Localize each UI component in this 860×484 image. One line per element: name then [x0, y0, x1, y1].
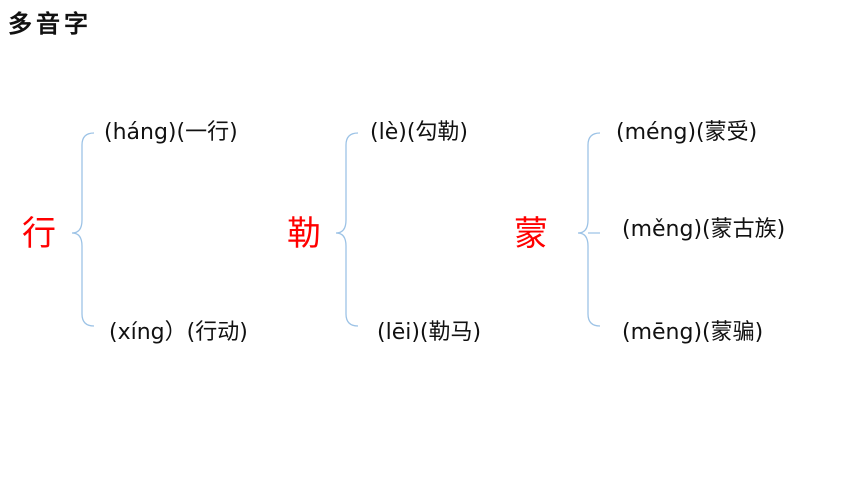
polyphonic-character-xing: 行 [22, 214, 56, 254]
reading-le: (lè)(勾勒) [370, 120, 468, 145]
reading-xing: (xíng）(行动) [109, 320, 248, 345]
page-title: 多音字 [8, 10, 92, 38]
polyphonic-character-meng: 蒙 [514, 214, 548, 254]
reading-meng-3: (měng)(蒙古族) [622, 217, 786, 242]
brace-meng [577, 132, 601, 327]
reading-lei: (lēi)(勒马) [377, 320, 482, 345]
brace-le [335, 132, 359, 327]
brace-xing [71, 132, 95, 327]
reading-meng-1: (mēng)(蒙骗) [622, 320, 764, 345]
reading-meng-2: (méng)(蒙受) [616, 120, 758, 145]
polyphonic-character-le: 勒 [287, 214, 321, 254]
reading-hang: (háng)(一行) [104, 120, 238, 145]
